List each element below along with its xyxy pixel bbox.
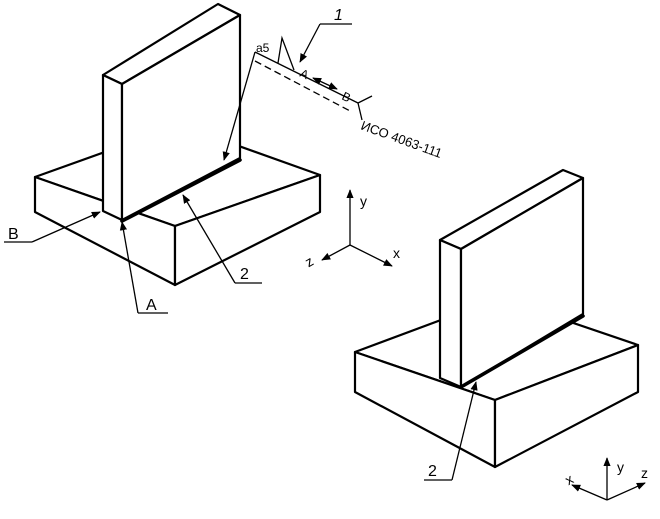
side-b-label: B bbox=[340, 89, 353, 105]
weld-symbol: a5 A B ИСО 4063-111 bbox=[222, 35, 444, 161]
callout-b: B bbox=[4, 211, 101, 243]
callout-1: 1 bbox=[299, 7, 352, 63]
callout-2-right: 2 bbox=[424, 381, 478, 481]
callout-2-left-number: 2 bbox=[240, 266, 249, 283]
callout-2-right-number: 2 bbox=[428, 463, 437, 480]
axis-left-z: z bbox=[302, 253, 316, 270]
axis-left-x: x bbox=[393, 245, 400, 261]
callout-1-number: 1 bbox=[334, 7, 343, 24]
callout-2-left: 2 bbox=[182, 194, 262, 284]
symbol-tail bbox=[357, 95, 373, 121]
callout-b-label: B bbox=[8, 226, 19, 243]
right-t-joint bbox=[353, 168, 640, 469]
identification-line bbox=[254, 60, 353, 113]
axis-right-y: y bbox=[617, 459, 624, 475]
axis-left-y: y bbox=[360, 193, 367, 209]
axes-right: y x z bbox=[562, 457, 648, 501]
axis-right-z: z bbox=[641, 465, 648, 481]
weld-size-label: a5 bbox=[256, 41, 270, 55]
right-vertical-plate bbox=[438, 168, 585, 389]
axis-right-x: x bbox=[562, 471, 576, 488]
fillet-weld-triangle bbox=[277, 35, 295, 71]
weld-symbol-leader bbox=[222, 51, 256, 161]
left-weld-seam bbox=[120, 158, 242, 223]
callout-a: A bbox=[119, 221, 168, 314]
standard-label: ИСО 4063-111 bbox=[359, 118, 444, 161]
double-arrow bbox=[312, 77, 338, 90]
right-weld-seam bbox=[459, 314, 585, 389]
callout-a-label: A bbox=[146, 297, 157, 314]
reference-line bbox=[254, 51, 359, 104]
side-a-label: A bbox=[298, 66, 311, 82]
left-t-joint bbox=[33, 2, 322, 287]
